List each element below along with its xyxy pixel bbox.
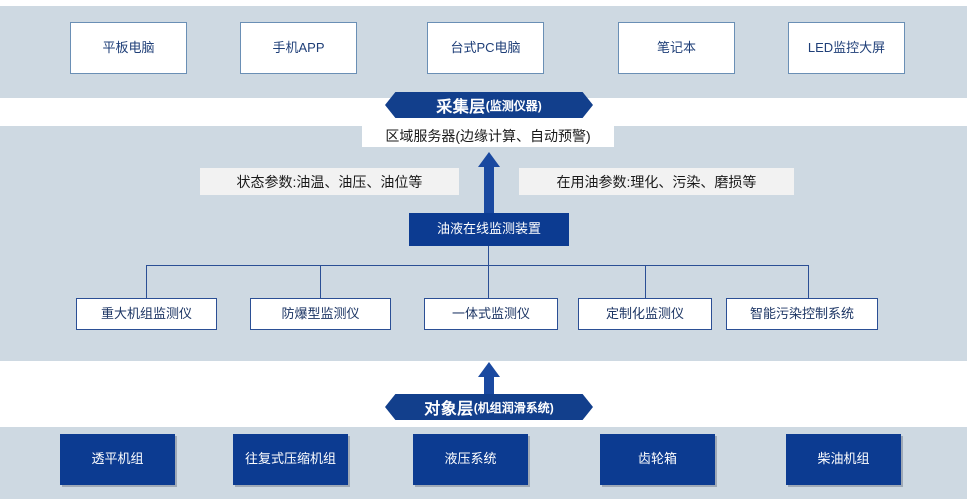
- connector-device-stem: [488, 246, 490, 265]
- equipment-label: 透平机组: [91, 451, 144, 467]
- monitor-box-major-unit[interactable]: 重大机组监测仪: [76, 298, 217, 330]
- chip-oil-parameters: 在用油参数:理化、污染、磨损等: [519, 168, 794, 195]
- chip-status-parameters-text: 状态参数:油温、油压、油位等: [236, 173, 423, 190]
- terminal-box-desktop-pc[interactable]: 台式PC电脑: [427, 22, 544, 74]
- monitor-label: 一体式监测仪: [451, 305, 530, 321]
- connector-drop-2: [320, 265, 322, 300]
- monitor-box-customized[interactable]: 定制化监测仪: [578, 298, 712, 330]
- connector-drop-3: [488, 265, 490, 300]
- equipment-label: 往复式压缩机组: [244, 451, 336, 467]
- equipment-box-reciprocating-compressor[interactable]: 往复式压缩机组: [233, 434, 348, 485]
- arrow-head-object-to-collection: [478, 362, 500, 377]
- monitor-label: 智能污染控制系统: [749, 305, 854, 321]
- terminal-box-mobile-app[interactable]: 手机APP: [240, 22, 357, 74]
- arrow-shaft-device-to-server: [484, 166, 494, 222]
- equipment-box-hydraulic-system[interactable]: 液压系统: [413, 434, 528, 485]
- monitor-label: 重大机组监测仪: [100, 305, 192, 321]
- equipment-box-turbine-unit[interactable]: 透平机组: [60, 434, 175, 485]
- arrow-shaft-object-to-collection: [484, 376, 494, 398]
- equipment-label: 液压系统: [444, 451, 497, 467]
- region-server-text: 区域服务器(边缘计算、自动预警): [385, 128, 591, 144]
- monitor-box-explosion-proof[interactable]: 防爆型监测仪: [250, 298, 391, 330]
- connector-drop-4: [645, 265, 647, 300]
- arrow-head-device-to-server: [478, 152, 500, 167]
- terminal-label: 手机APP: [272, 39, 325, 55]
- oil-online-monitoring-device-box[interactable]: 油液在线监测装置: [409, 213, 569, 246]
- equipment-box-diesel-generator[interactable]: 柴油机组: [786, 434, 901, 485]
- terminal-box-laptop[interactable]: 笔记本: [618, 22, 735, 74]
- equipment-label: 齿轮箱: [637, 451, 677, 467]
- connector-horizontal-bus: [146, 265, 809, 267]
- chip-oil-parameters-text: 在用油参数:理化、污染、磨损等: [556, 173, 757, 190]
- monitor-box-smart-contamination-control[interactable]: 智能污染控制系统: [726, 298, 878, 330]
- terminal-label: 台式PC电脑: [450, 39, 521, 55]
- banner-collection-subtitle: (监测仪器): [485, 98, 542, 113]
- chip-status-parameters: 状态参数:油温、油压、油位等: [200, 168, 459, 195]
- terminal-label: 平板电脑: [102, 39, 155, 55]
- region-server-label: 区域服务器(边缘计算、自动预警): [362, 125, 614, 147]
- banner-object-layer: 对象层 (机组润滑系统): [385, 394, 593, 420]
- equipment-label: 柴油机组: [817, 451, 870, 467]
- equipment-box-gearbox[interactable]: 齿轮箱: [600, 434, 715, 485]
- terminal-label: 笔记本: [656, 39, 696, 55]
- connector-drop-5: [808, 265, 810, 300]
- terminal-box-tablet[interactable]: 平板电脑: [70, 22, 187, 74]
- monitor-label: 防爆型监测仪: [281, 305, 360, 321]
- connector-drop-1: [146, 265, 148, 300]
- banner-object-title: 对象层: [424, 401, 474, 418]
- banner-object-subtitle: (机组润滑系统): [473, 400, 554, 415]
- banner-collection-title: 采集层: [436, 99, 486, 116]
- banner-collection-layer: 采集层(监测仪器): [385, 92, 593, 118]
- monitor-label: 定制化监测仪: [605, 305, 684, 321]
- terminal-box-led-screen[interactable]: LED监控大屏: [788, 22, 905, 74]
- terminal-label: LED监控大屏: [807, 39, 886, 55]
- monitor-box-integrated[interactable]: 一体式监测仪: [424, 298, 558, 330]
- oil-online-monitoring-device-label: 油液在线监测装置: [436, 221, 541, 237]
